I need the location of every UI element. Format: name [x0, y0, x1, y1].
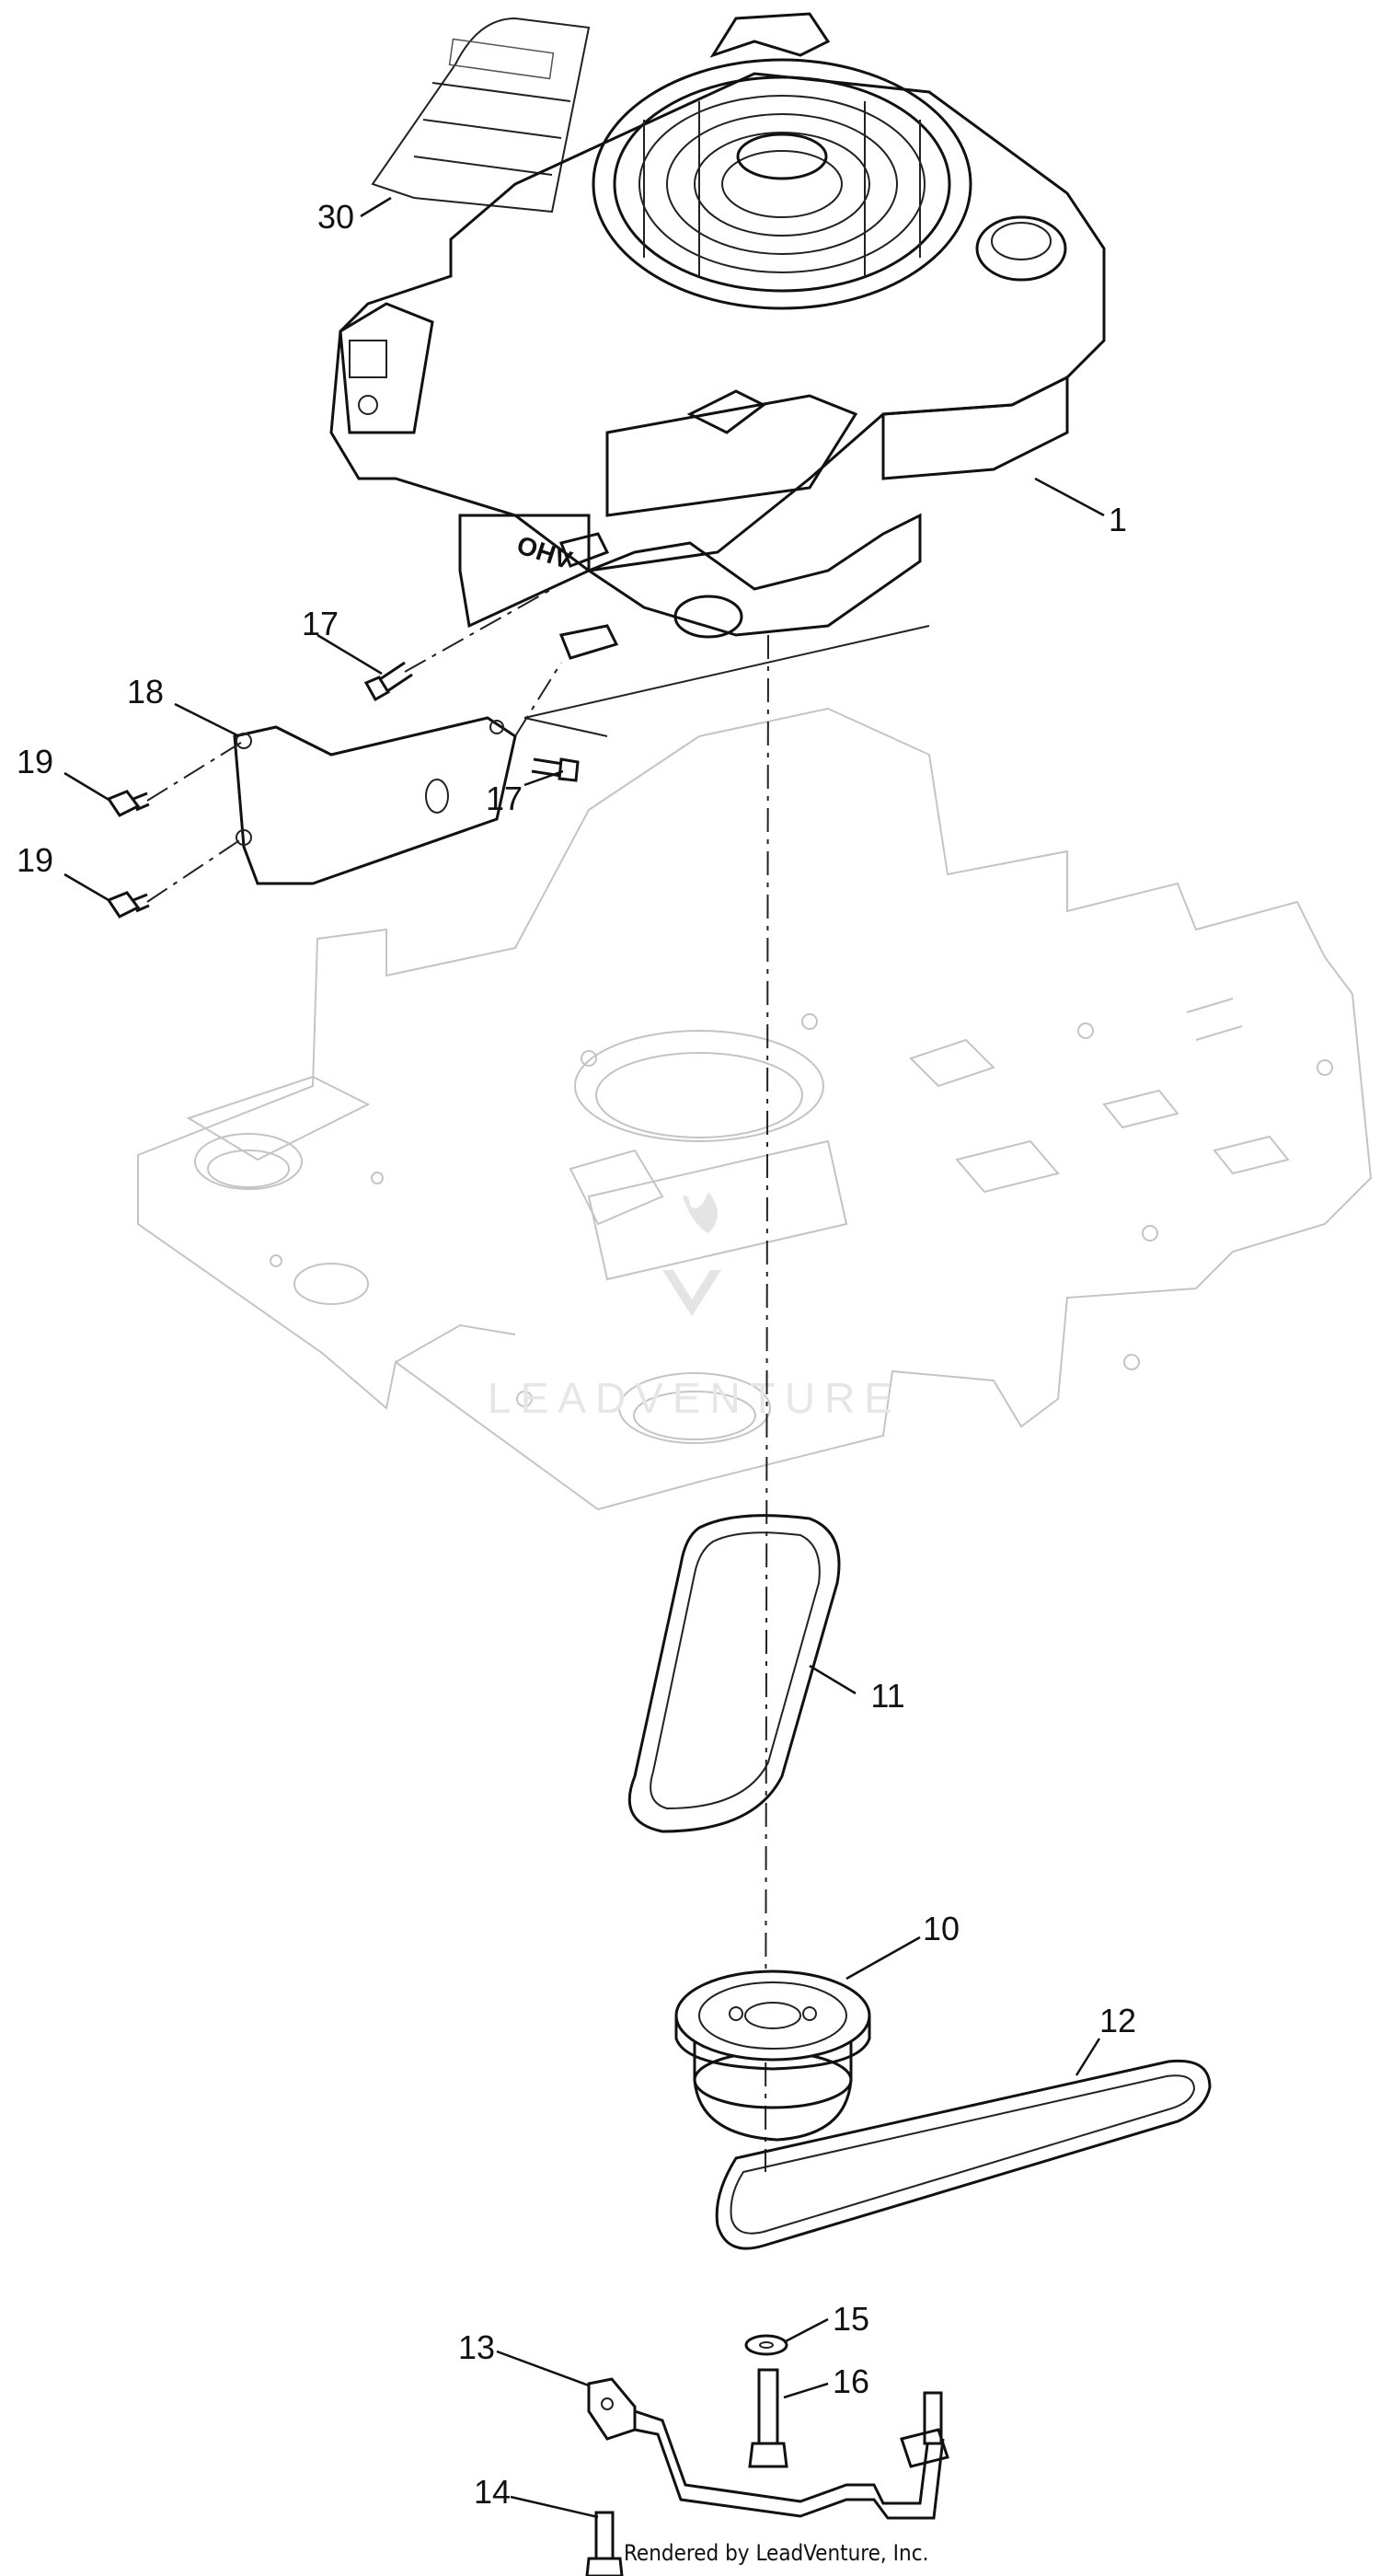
guide-19a [146, 740, 245, 802]
callout-12: 12 [1099, 2002, 1136, 2039]
callout-1: 1 [1109, 501, 1127, 538]
callout-labels: 30 1 17 18 19 19 17 11 10 12 13 14 15 16 [17, 198, 1136, 2511]
leader-lines [63, 196, 1105, 2519]
callout-18: 18 [127, 673, 164, 710]
callout-17-lower: 17 [486, 780, 523, 817]
callout-15: 15 [833, 2300, 869, 2338]
callout-17-upper: 17 [302, 605, 339, 642]
callout-19-lower: 19 [17, 841, 53, 879]
callout-19-upper: 19 [17, 743, 53, 780]
bolt-part-19b [106, 891, 150, 918]
engine-part-1: OHV [329, 12, 1106, 737]
pulley-part-10 [674, 1970, 871, 2142]
rod-part-13 [587, 2377, 949, 2520]
bolt-part-17b [531, 757, 580, 782]
callout-13: 13 [458, 2328, 495, 2366]
guide-19b [146, 837, 245, 903]
washer-part-15 [744, 2334, 788, 2356]
belt-part-11 [627, 1514, 841, 1833]
belt-part-12 [715, 2059, 1212, 2250]
bolt-part-16 [748, 2368, 788, 2468]
watermark: LEADVENTURE [488, 1192, 902, 1422]
guide-17a [404, 588, 553, 673]
rendered-by-footer: Rendered by LeadVenture, Inc. [624, 2540, 928, 2566]
watermark-text: LEADVENTURE [488, 1374, 902, 1422]
callout-30: 30 [317, 198, 354, 236]
bolt-part-19a [106, 790, 150, 817]
bracket-part-18 [233, 716, 517, 885]
callout-14: 14 [474, 2473, 511, 2511]
decal-part-30 [371, 17, 591, 214]
callout-10: 10 [923, 1910, 960, 1947]
bolt-part-14 [585, 2511, 624, 2576]
bolt-part-17a [363, 661, 413, 702]
mower-deck-outline [137, 707, 1373, 1511]
callout-11: 11 [870, 1677, 904, 1715]
callout-16: 16 [833, 2362, 869, 2400]
guide-17b [514, 662, 562, 737]
centerline [765, 634, 769, 2173]
